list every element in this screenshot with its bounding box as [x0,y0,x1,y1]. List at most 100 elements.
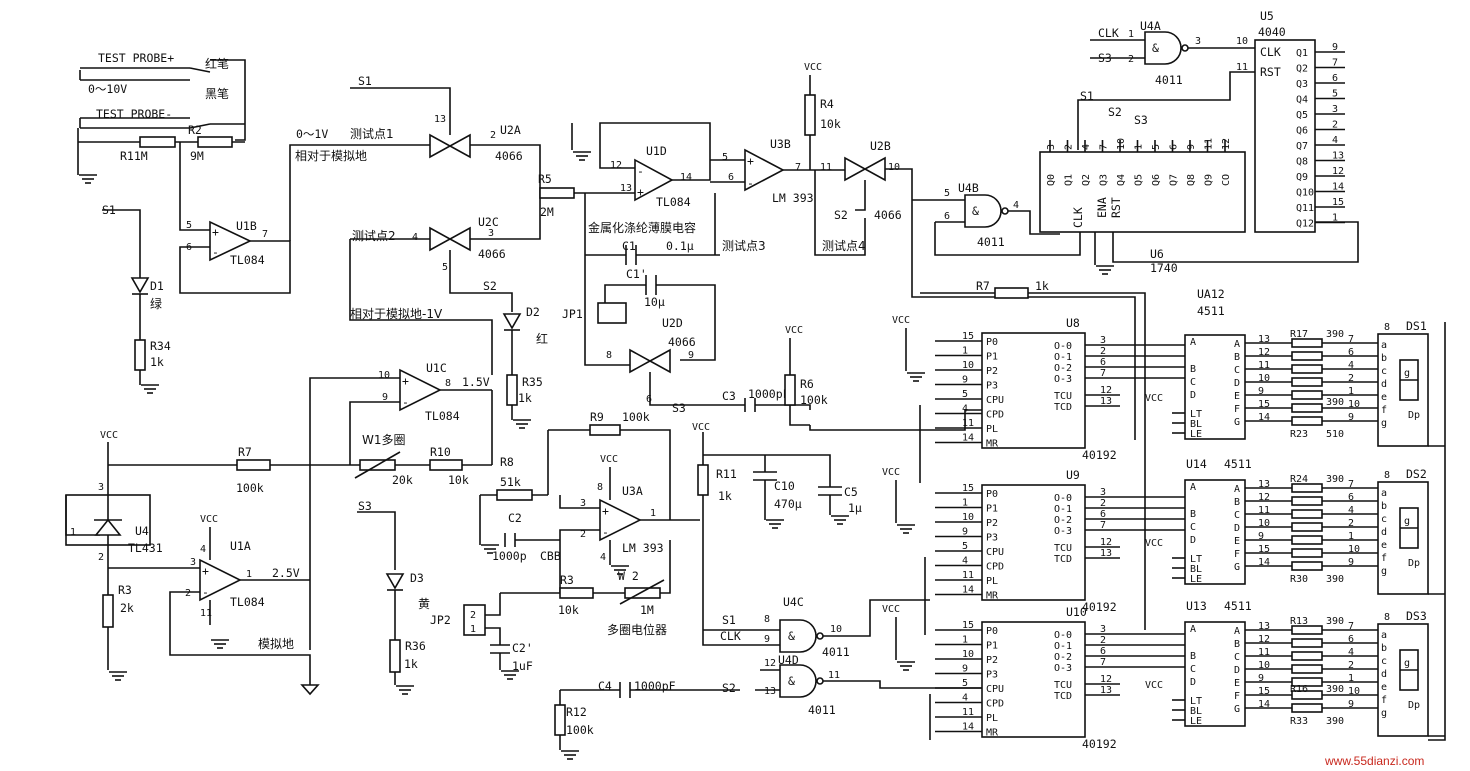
segment-a-glyph: g [1404,368,1410,379]
segment-b: b [1381,643,1387,654]
svg-text:12: 12 [764,658,776,669]
decoder-in-c: C [1190,664,1196,675]
counter-part: 40192 [1082,737,1117,751]
display-pin: 8 [1384,470,1390,481]
svg-text:11: 11 [828,670,840,681]
svg-text:10: 10 [888,162,900,173]
decoder-ctrl-bl: BL [1190,564,1202,575]
u1a-part: TL084 [230,595,265,609]
svg-text:9: 9 [382,392,388,403]
u5-pin-num: 2 [1332,120,1338,131]
dp-label: Dp [1408,410,1420,421]
w1-value: 20k [392,473,413,487]
segment-pin-num: 4 [1348,505,1354,516]
probe-range-label: 0～10V [88,82,127,96]
u4a-label: U4A [1140,19,1161,33]
u6-pin-q7: Q7 [1169,174,1180,186]
counter-pin-mr: MR [986,728,999,739]
w2-label: W 2 [618,569,639,583]
resistor-label: R33 [1290,716,1308,727]
counter-out-o-3: O-3 [1054,374,1072,385]
segment-a: a [1381,340,1387,351]
svg-text:4: 4 [412,232,418,243]
svg-text:2: 2 [98,552,104,563]
u2c-label: U2C [478,215,499,229]
u5-pin-q7: Q7 [1296,141,1308,152]
decoder-label: U13 [1186,599,1207,613]
decoder-out-g: G [1234,704,1240,715]
s1-label-a: S1 [102,203,116,217]
counter-out-num: 3 [1100,335,1106,346]
svg-text:+: + [212,225,219,239]
r4-label: R4 [820,97,834,111]
svg-text:12: 12 [610,160,622,171]
counter-out-o-1: O-1 [1054,504,1072,515]
c1p-label: C1' [626,267,647,281]
c2p-label: C2' [512,641,533,655]
decoder-in-a: A [1190,482,1196,493]
u6-pin-q0: Q0 [1046,174,1057,186]
u2d-part: 4066 [668,335,696,349]
r12-value: 100k [566,723,594,737]
s3-label-c: S3 [1134,113,1148,127]
segment-pin-num: 7 [1348,334,1354,345]
c2p-value: 1uF [512,659,533,673]
segment-c: c [1381,366,1387,377]
counter-out-o-0: O-0 [1054,493,1072,504]
counter-out-num: 13 [1100,685,1112,696]
d3-label: D3 [410,571,424,585]
u6-pin-num: 9 [1186,144,1197,150]
decoder-ctrl-lt: LT [1190,409,1202,420]
decoder-in-a: A [1190,624,1196,635]
counter-pin-mr: MR [986,591,999,602]
resistor-label: R24 [1290,474,1308,485]
decoder-in-b: B [1190,651,1196,662]
counter-part: 40192 [1082,448,1117,462]
counter-out-tcu: TCU [1054,543,1072,554]
jumper-jp2 [463,604,486,636]
counter-pin-p1: P1 [986,504,998,515]
u4d-part: 4011 [808,703,836,717]
segment-c: c [1381,514,1387,525]
u6-pin-q1: Q1 [1064,174,1075,186]
integrator-caps: 金属化涤纶薄膜电容 C1 0.1μ 测试点3 C1' 10μ JP1 [562,193,766,366]
u5-pin-q2: Q2 [1296,64,1308,75]
r5-label: R5 [538,172,552,186]
decoder-out-b: B [1234,352,1240,363]
segment-e: e [1381,682,1387,693]
segment-pin-num: 10 [1348,544,1360,555]
r7-label-a: R7 [238,445,252,459]
counter-pin-num: 14 [962,433,974,444]
counter-out-o-0: O-0 [1054,341,1072,352]
decoder-out-d: D [1234,523,1240,534]
svg-text:5: 5 [944,188,950,199]
u1c-label: U1C [426,361,447,375]
tp4-label: 测试点4 [822,238,866,253]
segment-pin-num: 4 [1348,360,1354,371]
u2b-part: 4066 [874,208,902,222]
counter-pin-num: 5 [962,541,968,552]
buffer-u1b: +- 567 U1B TL084 0～1V 测试点1 相对于模拟地 [179,126,415,294]
u6-pin-num: 4 [1081,144,1092,150]
decoder-in-c: C [1190,377,1196,388]
counter-out-num: 6 [1100,509,1106,520]
c10-label: C10 [774,479,795,493]
counter-out-num: 6 [1100,646,1106,657]
u5-pin-q10: Q10 [1296,188,1314,199]
counter-pin-pl: PL [986,576,998,587]
resistor-value: 510 [1326,429,1344,440]
counter-pin-num: 1 [962,498,968,509]
u3b-label: U3B [770,137,791,151]
svg-text:13: 13 [764,686,776,697]
u5-pin-num: 13 [1332,151,1344,162]
segment-a-glyph: g [1404,658,1410,669]
r11-label: R11 [716,467,737,481]
svg-text:3: 3 [98,482,104,493]
u4c-label: U4C [783,595,804,609]
u5-pin-q1: Q1 [1296,48,1308,59]
counter-pin-p3: P3 [986,670,998,681]
